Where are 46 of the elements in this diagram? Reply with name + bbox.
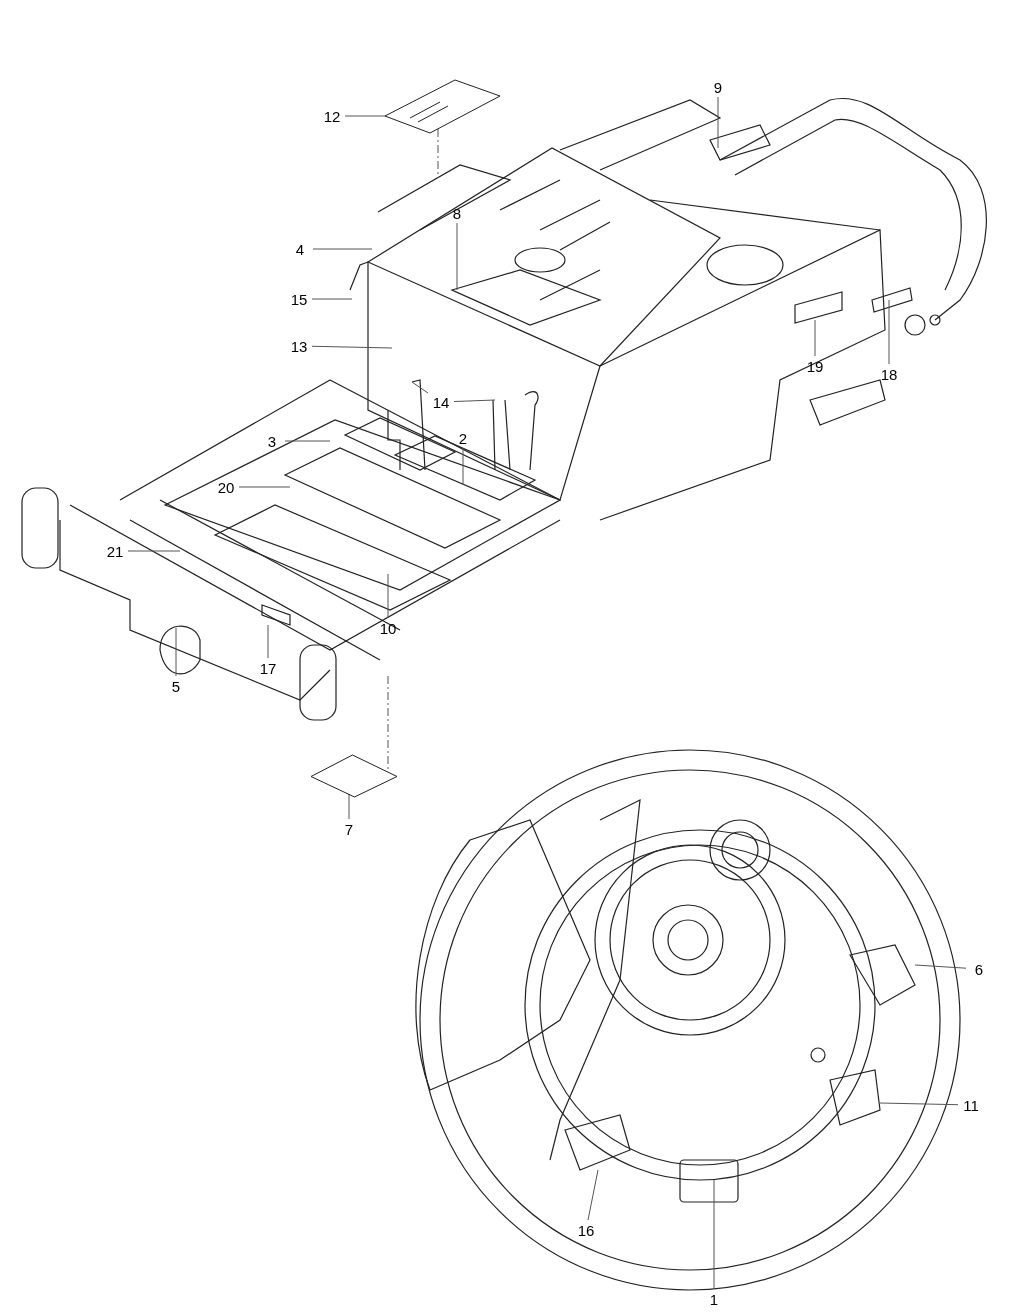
callout-number: 5 (163, 676, 189, 696)
leader-line (587, 1169, 599, 1221)
leader-line (411, 381, 429, 394)
callout-number: 1 (701, 1289, 727, 1309)
callout-number: 10 (375, 618, 401, 638)
callout-number: 20 (213, 477, 239, 497)
callout-number: 2 (450, 428, 476, 448)
callout-number: 16 (573, 1220, 599, 1240)
callout-number: 19 (802, 356, 828, 376)
leader-line (888, 299, 890, 365)
leader-line (267, 624, 269, 659)
leader-line (914, 964, 967, 969)
callout-number: 3 (259, 431, 285, 451)
decal-drawing (384, 78, 502, 135)
leader-line (311, 345, 393, 349)
leader-line (344, 115, 386, 117)
leader-line (462, 447, 464, 486)
leader-line (814, 319, 816, 357)
callout-number: 12 (319, 106, 345, 126)
leader-line (175, 627, 177, 677)
leader-line (879, 1102, 959, 1106)
callout-number: 17 (255, 658, 281, 678)
leader-line (717, 96, 719, 149)
leader-line (311, 298, 353, 300)
callout-number: 9 (705, 77, 731, 97)
callout-number: 14 (428, 392, 454, 412)
leader-line (456, 222, 458, 291)
leader-line (127, 550, 181, 552)
assembly-line (437, 128, 439, 179)
callout-number: 11 (958, 1095, 984, 1115)
callout-number: 7 (336, 819, 362, 839)
decal-drawing (310, 754, 399, 799)
callout-number: 21 (102, 541, 128, 561)
leader-line (387, 573, 389, 619)
leader-line (348, 793, 350, 820)
callout-number: 6 (966, 959, 992, 979)
callout-number: 18 (876, 364, 902, 384)
callout-number: 15 (286, 289, 312, 309)
callout-number: 13 (286, 336, 312, 356)
leader-line (238, 486, 291, 488)
callout-number: 8 (444, 203, 470, 223)
leader-line (713, 1179, 715, 1290)
leader-line (284, 440, 331, 442)
leader-line (453, 399, 496, 402)
callout-number: 4 (287, 239, 313, 259)
leader-line (312, 248, 373, 250)
